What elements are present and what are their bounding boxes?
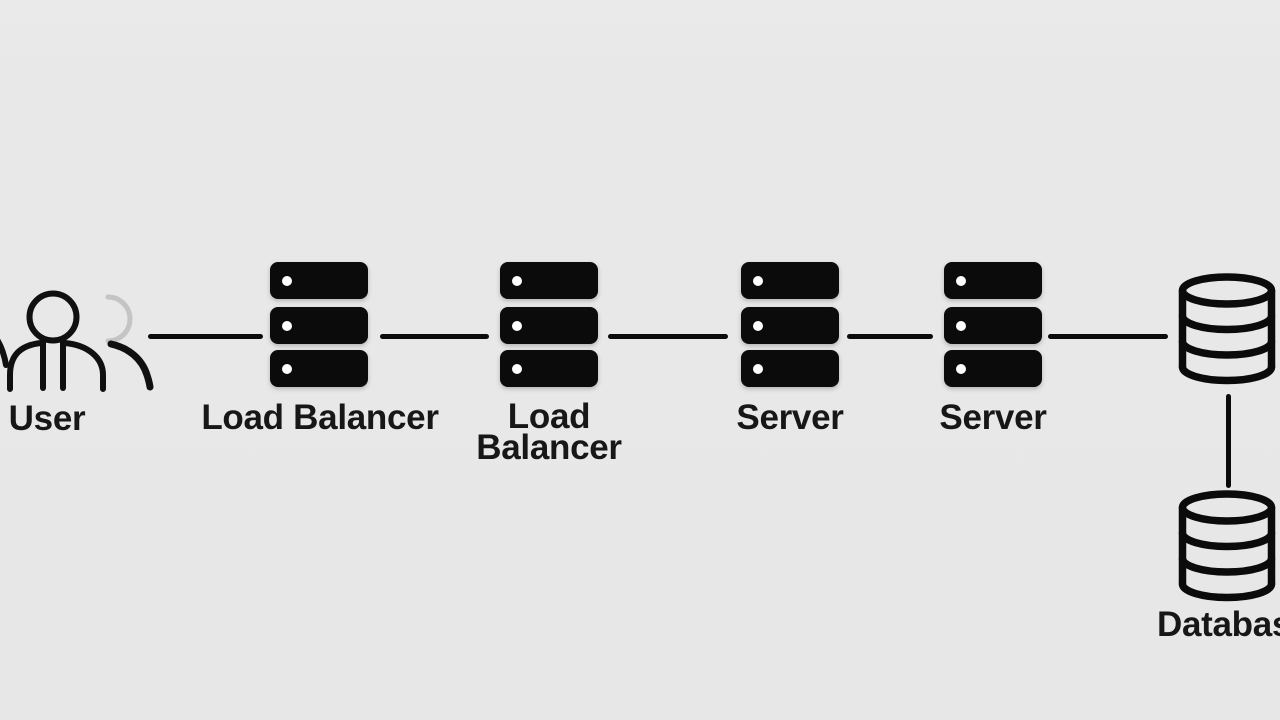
node-label-database: Database bbox=[1157, 605, 1280, 644]
server-rack-icon bbox=[500, 262, 598, 387]
node-label-server-2: Server bbox=[939, 398, 1047, 437]
users-icon bbox=[0, 290, 154, 392]
node-label-user: User bbox=[8, 399, 86, 438]
edge-lb1-lb2 bbox=[380, 334, 489, 339]
node-label-load-balancer-2: Load Balancer bbox=[476, 397, 622, 467]
database-icon bbox=[1178, 273, 1276, 385]
edge-server1-server2 bbox=[847, 334, 933, 339]
edge-db-db bbox=[1226, 394, 1231, 488]
edge-lb2-server1 bbox=[608, 334, 728, 339]
edge-server2-db bbox=[1048, 334, 1168, 339]
server-rack-icon bbox=[944, 262, 1042, 387]
server-rack-icon bbox=[270, 262, 368, 387]
server-rack-icon bbox=[741, 262, 839, 387]
node-label-server-1: Server bbox=[736, 398, 844, 437]
node-label-load-balancer-1: Load Balancer bbox=[201, 398, 439, 437]
database-icon bbox=[1178, 490, 1276, 602]
edge-user-lb1 bbox=[148, 334, 263, 339]
